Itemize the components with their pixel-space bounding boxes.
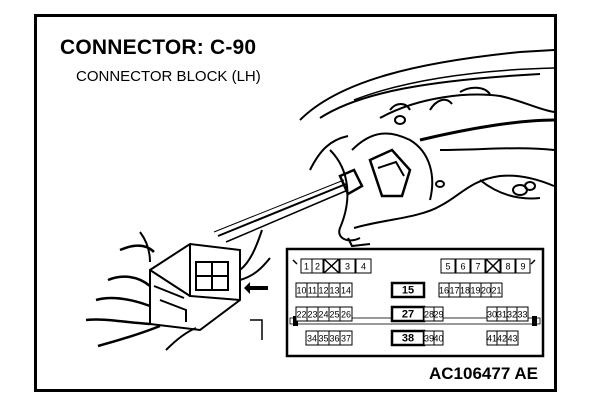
terminal-label: 30 xyxy=(487,310,497,320)
terminal-cell xyxy=(433,306,444,322)
terminal-label: 13 xyxy=(329,286,339,296)
terminal-cell xyxy=(355,258,372,274)
terminal-label: 10 xyxy=(296,286,306,296)
terminal-label: 29 xyxy=(433,310,443,320)
terminal-label: 39 xyxy=(424,334,434,344)
page-subtitle: CONNECTOR BLOCK (LH) xyxy=(76,68,261,85)
terminal-cell xyxy=(311,258,324,274)
terminal-cell xyxy=(455,258,471,274)
terminal-label: 20 xyxy=(481,286,491,296)
terminal-cell xyxy=(339,306,353,322)
terminal-label: 24 xyxy=(318,310,328,320)
terminal-label: 38 xyxy=(402,333,414,345)
terminal-label: 1 xyxy=(304,262,309,272)
terminal-label: 11 xyxy=(308,286,317,296)
terminal-cell xyxy=(515,258,531,274)
terminal-label: 26 xyxy=(341,310,351,320)
terminal-label: 2 xyxy=(315,262,320,272)
terminal-cell xyxy=(433,330,444,346)
figure-code: AC106477 AE xyxy=(429,364,538,383)
terminal-label: 25 xyxy=(329,310,339,320)
terminal-cell xyxy=(506,330,519,346)
pointer-lines xyxy=(213,179,349,243)
terminal-label: 14 xyxy=(341,286,351,296)
connector-block-sketch xyxy=(85,229,271,351)
page-title: CONNECTOR: C-90 xyxy=(60,36,257,59)
terminal-label: 17 xyxy=(449,286,459,296)
terminal-label: 9 xyxy=(520,262,525,272)
corner-mark xyxy=(292,259,298,265)
unused-terminal-mark xyxy=(485,258,501,274)
terminal-label: 22 xyxy=(296,310,306,320)
terminal-label: 12 xyxy=(318,286,328,296)
terminal-label: 5 xyxy=(445,262,450,272)
terminal-label: 28 xyxy=(424,310,434,320)
terminal-label: 35 xyxy=(318,334,328,344)
terminal-label: 4 xyxy=(361,262,366,272)
terminal-cell xyxy=(516,306,529,322)
terminal-label: 41 xyxy=(487,334,497,344)
terminal-cell xyxy=(339,258,356,274)
terminal-label: 6 xyxy=(460,262,465,272)
terminal-label: 31 xyxy=(497,310,507,320)
insertion-arrow xyxy=(244,282,268,294)
corner-mark xyxy=(530,259,536,265)
terminal-label: 21 xyxy=(491,286,501,296)
dashboard-sketch xyxy=(299,49,555,248)
unused-terminal-mark xyxy=(323,258,340,274)
terminal-cell xyxy=(490,282,503,298)
terminal-label: 33 xyxy=(517,310,527,320)
terminal-label: 40 xyxy=(433,334,443,344)
terminal-label: 23 xyxy=(307,310,317,320)
terminal-cell xyxy=(339,282,353,298)
terminal-cell xyxy=(470,258,486,274)
terminal-label: 42 xyxy=(497,334,507,344)
terminal-label: 7 xyxy=(475,262,480,272)
terminal-label: 27 xyxy=(402,309,414,321)
terminal-cell xyxy=(500,258,516,274)
terminal-label: 18 xyxy=(460,286,470,296)
terminal-label: 3 xyxy=(345,262,350,272)
terminal-label: 32 xyxy=(507,310,517,320)
terminal-label: 8 xyxy=(505,262,510,272)
latch-right xyxy=(532,316,537,326)
terminal-label: 19 xyxy=(470,286,480,296)
terminal-cell xyxy=(390,281,426,299)
terminal-label: 34 xyxy=(307,334,317,344)
terminal-label: 37 xyxy=(341,334,351,344)
terminal-label: 36 xyxy=(329,334,339,344)
terminal-label: 43 xyxy=(507,334,517,344)
terminal-cell xyxy=(339,330,353,346)
terminal-label: 16 xyxy=(439,286,449,296)
terminal-label: 15 xyxy=(402,285,414,297)
terminal-cell xyxy=(440,258,456,274)
